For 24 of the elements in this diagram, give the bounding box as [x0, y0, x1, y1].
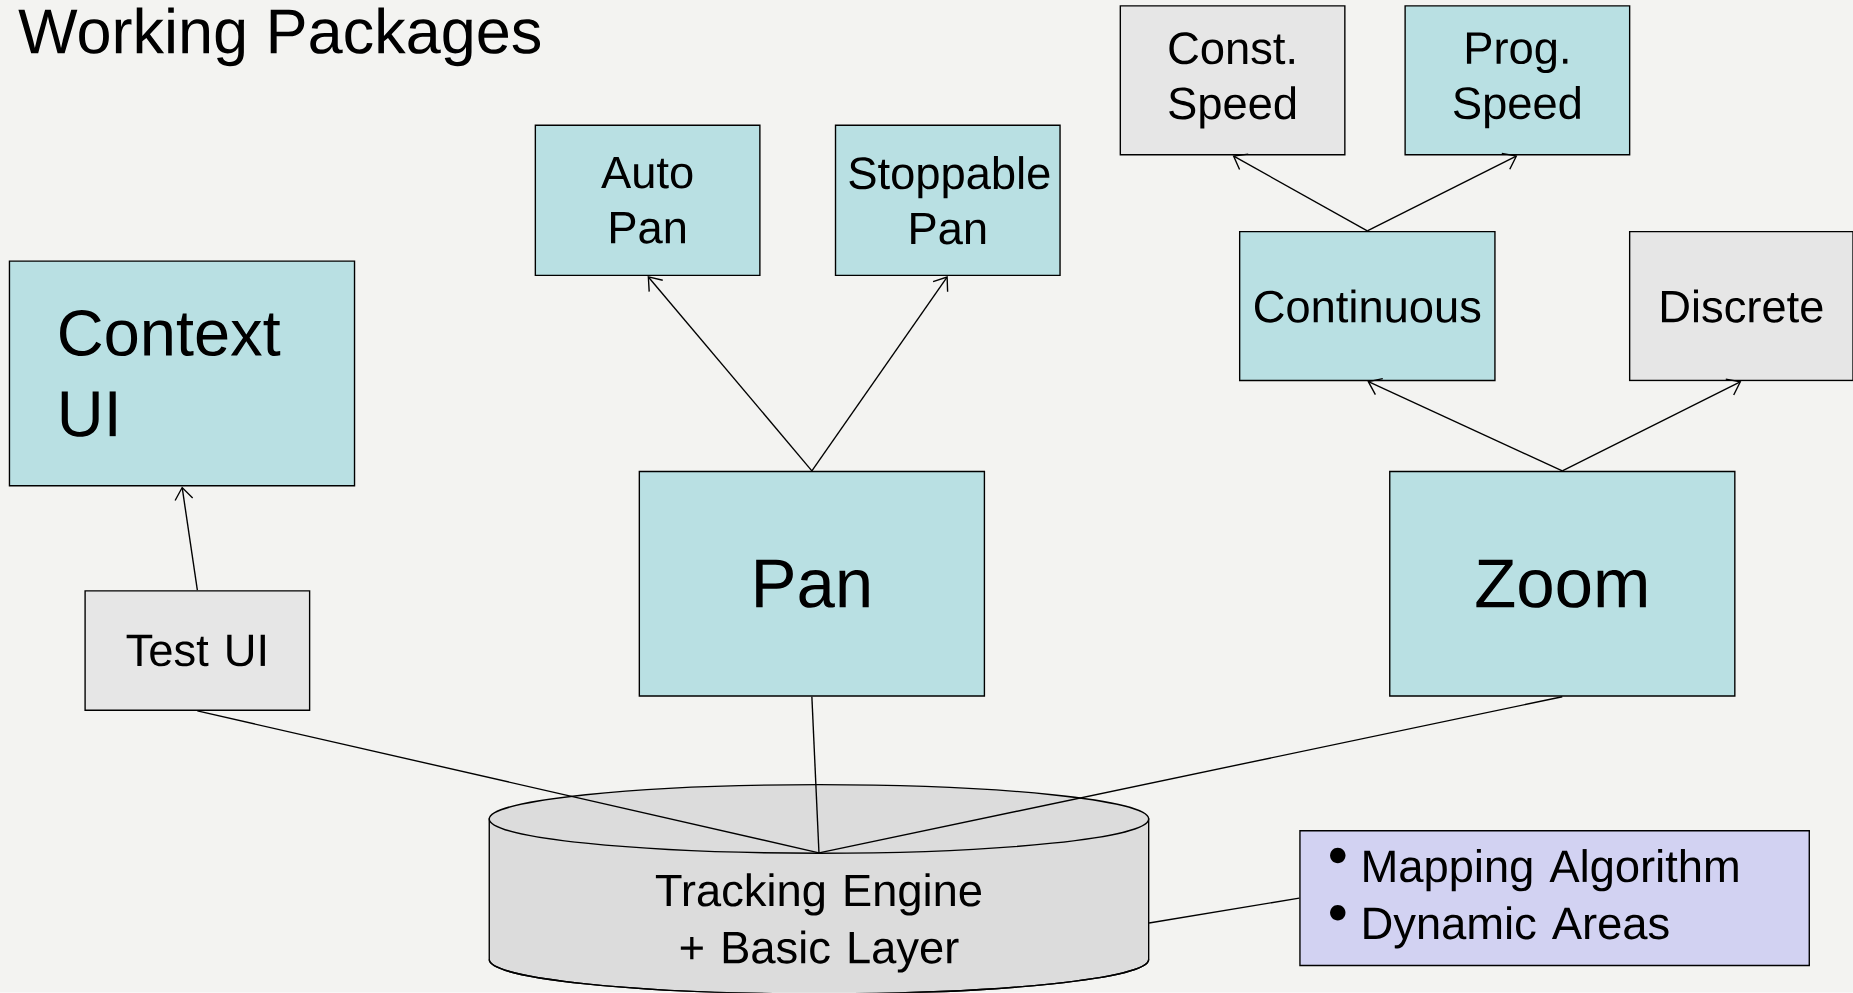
package-box: Test UI	[84, 590, 311, 712]
package-box: Continuous	[1239, 231, 1496, 382]
package-box: Prog. Speed	[1404, 5, 1631, 156]
package-box: Stoppable Pan	[834, 124, 1061, 277]
package-box: Const. Speed	[1119, 5, 1346, 156]
cylinder: Tracking Engine + Basic Layer	[488, 784, 1150, 993]
package-box: Context UI	[8, 260, 356, 487]
arrow	[1561, 378, 1742, 472]
arrow	[1232, 153, 1368, 232]
arrow	[647, 276, 813, 472]
package-box: Discrete	[1628, 231, 1853, 382]
package-box: Zoom	[1389, 471, 1736, 697]
connector-line	[818, 696, 1563, 854]
package-box: Pan	[638, 471, 986, 697]
bullet-list-box: Mapping Algorithm Dynamic Areas	[1299, 830, 1810, 967]
arrow	[811, 276, 949, 472]
connector-line	[1148, 897, 1300, 924]
arrow	[174, 486, 199, 592]
connector-line	[196, 710, 820, 854]
arrow	[1366, 152, 1518, 232]
connector-line	[811, 696, 820, 854]
arrow	[1367, 378, 1563, 472]
package-box: Auto Pan	[534, 124, 761, 277]
title: Working Packages	[18, 7, 541, 67]
